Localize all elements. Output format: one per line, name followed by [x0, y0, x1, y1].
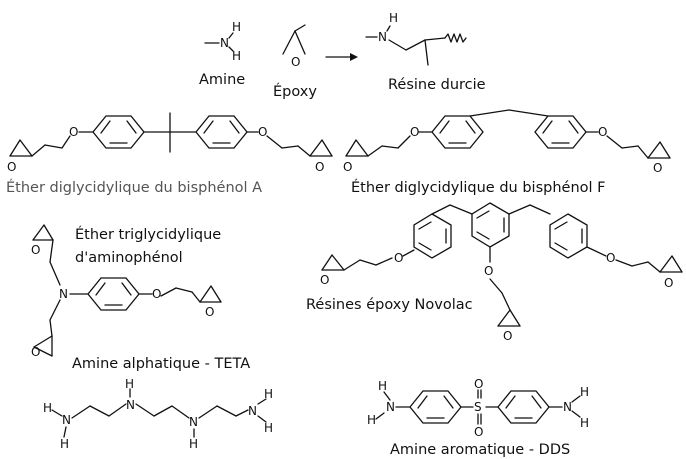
teta-h-atom: H	[264, 387, 273, 401]
teta-n-atom: N	[62, 413, 71, 427]
teta-structure: H N H N H N H N H H	[43, 377, 273, 451]
bpa-ether-o-atom: O	[69, 125, 78, 139]
tgap-label-line1: Éther triglycidylique	[75, 226, 221, 243]
dds-h-atom: H	[367, 413, 376, 427]
resin-label: Résine durcie	[388, 77, 486, 93]
tgap-structure: O N O O O	[31, 224, 222, 359]
novolac-epoxide-o-atom: O	[320, 273, 329, 287]
bpf-ether-o-atom: O	[598, 125, 607, 139]
epoxy-o-atom: O	[291, 55, 300, 69]
bpf-epoxide-o-atom: O	[343, 160, 352, 174]
amine-h-atom: H	[232, 20, 241, 34]
novolac-label: Résines époxy Novolac	[306, 297, 473, 313]
bisphenol-a-structure: O O O O	[7, 112, 333, 174]
tgap-n-atom: N	[59, 287, 68, 301]
dds-h-atom: H	[580, 385, 589, 399]
teta-h-atom: H	[189, 437, 198, 451]
amine-h-atom: H	[232, 49, 241, 63]
amine-n-atom: N	[220, 36, 229, 50]
dds-n-atom: N	[563, 400, 572, 414]
dds-n-atom: N	[386, 400, 395, 414]
reaction-arrow	[325, 53, 358, 61]
dds-structure: H N H S O O N H H	[367, 377, 589, 439]
novolac-structure: O O O O O	[320, 202, 683, 343]
bpa-ether-o-atom: O	[258, 125, 267, 139]
teta-n-atom: N	[126, 398, 135, 412]
bpa-epoxide-o-atom: O	[315, 160, 324, 174]
teta-n-atom: N	[189, 415, 198, 429]
epoxy-label: Époxy	[273, 83, 317, 100]
bpf-epoxide-o-atom: O	[653, 161, 662, 175]
bisphenol-f-structure: O O O O	[343, 109, 671, 175]
dds-sulfone-o-atom: O	[474, 377, 483, 391]
dds-s-atom: S	[474, 400, 482, 414]
cured-resin-structure: N H	[365, 11, 467, 66]
novolac-ether-o-atom: O	[606, 251, 615, 265]
dds-sulfone-o-atom: O	[474, 425, 483, 439]
teta-h-atom: H	[264, 421, 273, 435]
tgap-label-line2: d'aminophénol	[75, 250, 183, 266]
bpa-label: Éther diglycidylique du bisphénol A	[6, 179, 262, 196]
amine-structure: N H H	[204, 20, 241, 63]
resin-h-atom: H	[389, 11, 398, 25]
resin-n-atom: N	[378, 30, 387, 44]
bpa-epoxide-o-atom: O	[7, 160, 16, 174]
novolac-epoxide-o-atom: O	[664, 276, 673, 290]
dds-label: Amine aromatique - DDS	[390, 442, 570, 458]
teta-h-atom: H	[60, 437, 69, 451]
teta-h-atom: H	[43, 401, 52, 415]
bpf-label: Éther diglycidylique du bisphénol F	[351, 179, 606, 196]
teta-n-atom: N	[248, 404, 257, 418]
tgap-epoxide-o-atom: O	[205, 305, 214, 319]
epoxy-structure: O	[282, 24, 306, 69]
tgap-epoxide-o-atom: O	[31, 243, 40, 257]
tgap-epoxide-o-atom: O	[31, 345, 40, 359]
amine-label: Amine	[199, 72, 245, 88]
dds-h-atom: H	[580, 416, 589, 430]
novolac-epoxide-o-atom: O	[503, 329, 512, 343]
novolac-ether-o-atom: O	[484, 264, 493, 278]
bpf-ether-o-atom: O	[410, 125, 419, 139]
novolac-ether-o-atom: O	[394, 251, 403, 265]
tgap-ether-o-atom: O	[152, 287, 161, 301]
dds-h-atom: H	[378, 379, 387, 393]
teta-label: Amine alphatique - TETA	[72, 356, 250, 372]
teta-h-atom: H	[125, 377, 134, 391]
